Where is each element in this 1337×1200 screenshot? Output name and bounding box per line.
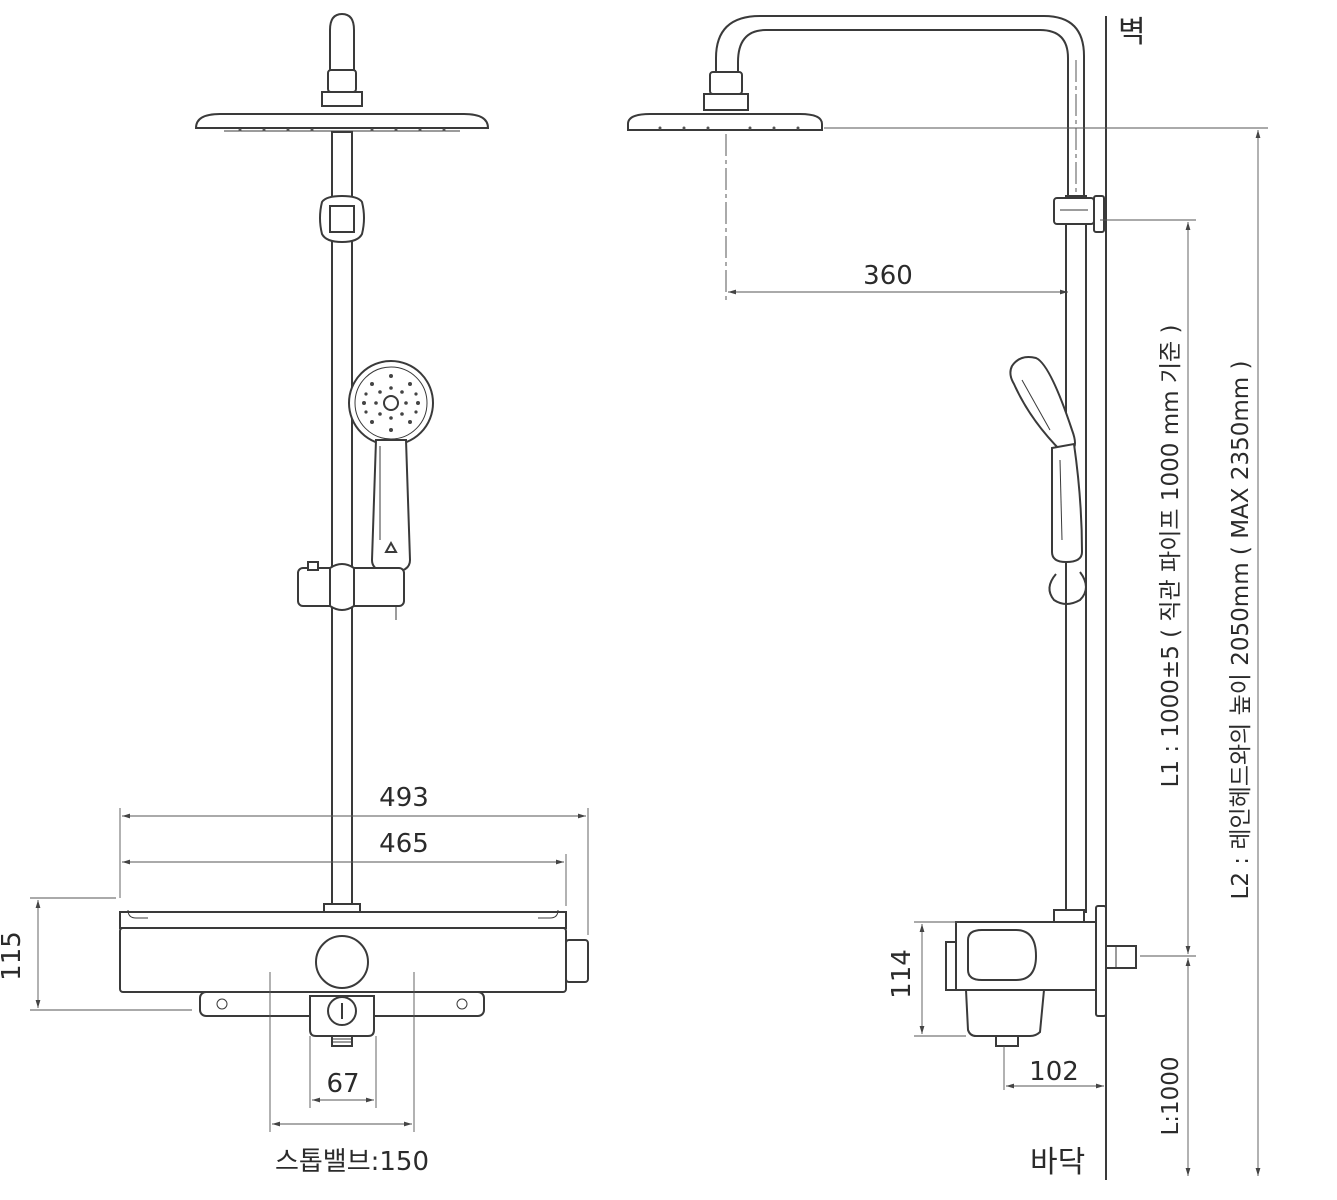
- side-dim-l1: L1 : 1000±5 ( 직관 파이프 1000 mm 기준 ): [1100, 219, 1196, 957]
- dim-102-label: 102: [1029, 1057, 1079, 1087]
- l0-label: L:1000: [1158, 1056, 1184, 1135]
- front-slide-holder: [297, 561, 405, 620]
- side-shower-arm: [703, 15, 1085, 400]
- l2-label: L2 : 레인헤드와의 높이 2050mm ( MAX 2350mm ): [1228, 361, 1254, 900]
- dim-114-label: 114: [887, 949, 917, 999]
- front-dim-465: 465: [122, 829, 567, 906]
- dim-465-label: 465: [379, 829, 429, 859]
- stop-valve-label: 스톱밸브:150: [275, 1147, 429, 1177]
- front-rain-head: [194, 113, 490, 132]
- front-dim-67: 67: [309, 1036, 377, 1108]
- front-hand-shower: [348, 360, 434, 574]
- front-view: 493 465 115 67 스톱밸브:150: [0, 12, 589, 1177]
- side-thermostat-body: [945, 905, 1137, 1047]
- dim-67-label: 67: [326, 1069, 359, 1099]
- side-view: 벽 바닥: [627, 15, 1268, 1180]
- dim-360-label: 360: [863, 261, 913, 291]
- wall-label: 벽: [1118, 15, 1146, 50]
- outlet-thread: [332, 1038, 352, 1043]
- floor-label: 바닥: [1030, 1145, 1085, 1180]
- front-thermostat-body: [119, 903, 589, 1047]
- front-top-arm: [321, 12, 363, 107]
- hand-shower-nozzle-dots: [362, 374, 420, 432]
- side-dim-360: 360: [728, 261, 1068, 295]
- front-dim-493: 493: [119, 783, 589, 935]
- dim-493-label: 493: [379, 783, 429, 813]
- rain-nozzle-dots: [238, 128, 446, 132]
- side-dim-l0: L:1000: [1158, 958, 1191, 1176]
- side-hand-shower: [1009, 356, 1087, 605]
- side-dim-l2: L2 : 레인헤드와의 높이 2050mm ( MAX 2350mm ): [824, 127, 1268, 1176]
- side-rain-head: [627, 113, 823, 300]
- dim-115-label: 115: [0, 931, 27, 981]
- front-dim-115: 115: [0, 897, 192, 1011]
- front-upper-bracket: [319, 194, 365, 244]
- front-vertical-pipe: [331, 131, 353, 913]
- side-dim-102: 102: [1003, 1046, 1104, 1090]
- front-dim-stop-valve: 스톱밸브:150: [269, 972, 429, 1177]
- l1-label: L1 : 1000±5 ( 직관 파이프 1000 mm 기준 ): [1158, 325, 1184, 788]
- side-rain-nozzle-dots: [658, 126, 800, 130]
- side-dim-114: 114: [887, 921, 966, 1037]
